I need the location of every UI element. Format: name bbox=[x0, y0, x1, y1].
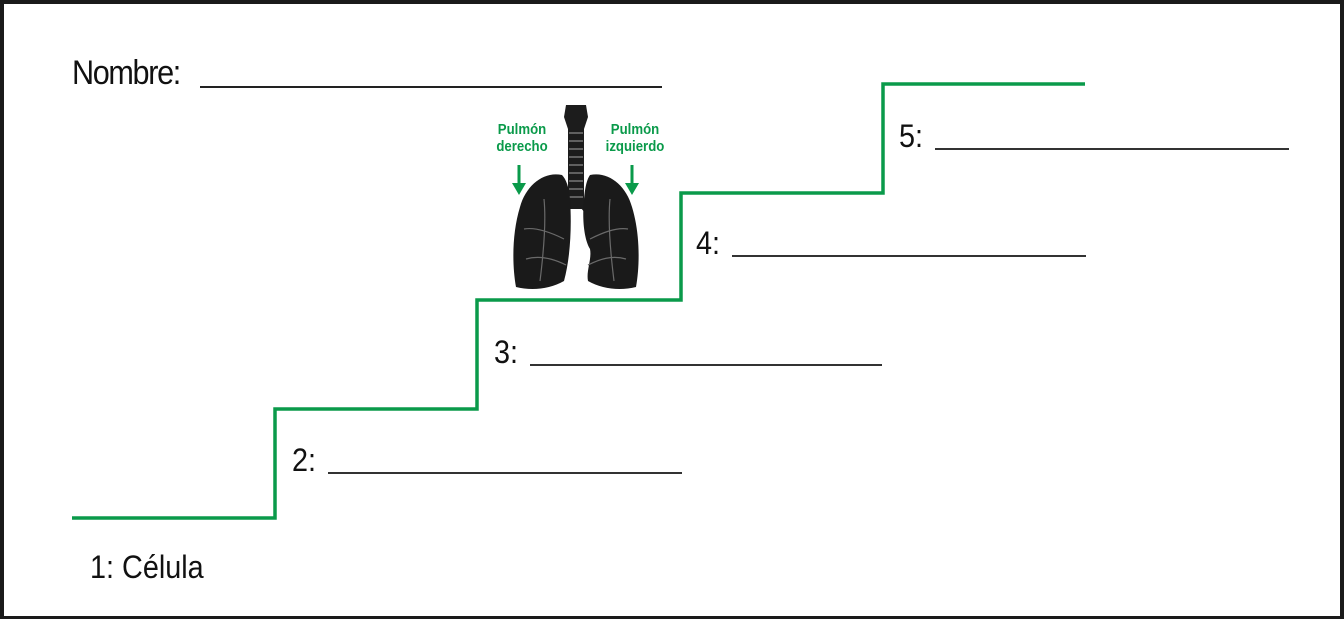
name-row: Nombre: bbox=[72, 56, 662, 90]
step-5-answer-line[interactable] bbox=[935, 148, 1289, 150]
left-lung-icon bbox=[583, 174, 639, 289]
arrow-down-icon bbox=[512, 165, 526, 195]
name-label: Nombre: bbox=[72, 54, 181, 92]
arrow-down-icon bbox=[625, 165, 639, 195]
step-4-label: 4: bbox=[696, 225, 721, 261]
step-3-answer-line[interactable] bbox=[530, 364, 882, 366]
step-2-label: 2: bbox=[292, 442, 317, 478]
step-4-answer-line[interactable] bbox=[732, 255, 1086, 257]
step-5-label: 5: bbox=[899, 118, 924, 154]
staircase bbox=[72, 82, 1085, 520]
step-2-answer-line[interactable] bbox=[328, 472, 682, 474]
step-2: 2: bbox=[292, 444, 682, 476]
step-1-label: 1: Célula bbox=[90, 549, 204, 585]
right-lung-label: Pulmón derecho bbox=[496, 121, 548, 155]
step-4: 4: bbox=[696, 227, 1086, 259]
lungs-illustration bbox=[512, 105, 639, 289]
right-lung-icon bbox=[513, 174, 571, 289]
step-3-label: 3: bbox=[494, 334, 519, 370]
name-answer-line[interactable] bbox=[200, 86, 662, 88]
step-3: 3: bbox=[494, 336, 882, 368]
step-5: 5: bbox=[899, 120, 1289, 152]
left-lung-label: Pulmón izquierdo bbox=[605, 121, 665, 155]
